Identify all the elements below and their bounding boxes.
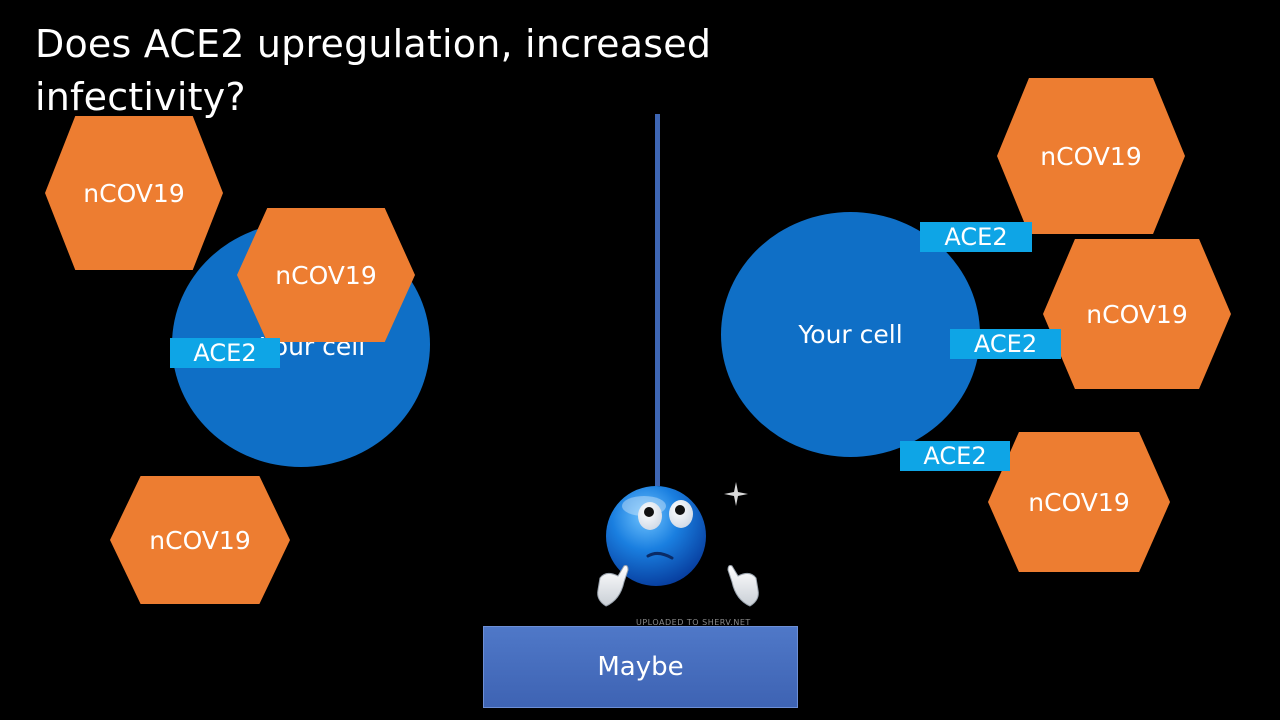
right-virus-3: nCOV19 xyxy=(988,432,1170,572)
left-ace2-label: ACE2 xyxy=(193,339,257,367)
right-ace2-label-2: ACE2 xyxy=(973,330,1038,358)
left-virus-3: nCOV19 xyxy=(110,476,290,604)
confused-emoji-icon: UPLOADED TO SHERV.NET xyxy=(584,478,774,628)
left-virus-3-label: nCOV19 xyxy=(149,525,251,555)
right-virus-2: nCOV19 xyxy=(1043,239,1231,389)
right-ace2-label-3: ACE2 xyxy=(923,442,987,470)
maybe-label: Maybe xyxy=(597,652,684,682)
left-ace2-receptor: ACE2 xyxy=(170,338,280,368)
right-virus-1-label: nCOV19 xyxy=(1040,141,1142,171)
right-cell-label: Your cell xyxy=(798,320,903,349)
emoji-caption: UPLOADED TO SHERV.NET xyxy=(636,618,751,627)
left-virus-2-label: nCOV19 xyxy=(275,260,377,290)
right-ace2-receptor-2: ACE2 xyxy=(950,329,1061,359)
left-virus-2: nCOV19 xyxy=(237,208,415,342)
right-virus-1: nCOV19 xyxy=(997,78,1185,234)
right-virus-2-label: nCOV19 xyxy=(1086,299,1188,329)
right-ace2-receptor-3: ACE2 xyxy=(900,441,1010,471)
right-virus-3-label: nCOV19 xyxy=(1028,487,1130,517)
right-cell: Your cell xyxy=(721,212,980,457)
right-ace2-receptor-1: ACE2 xyxy=(920,222,1032,252)
left-virus-1: nCOV19 xyxy=(45,116,223,270)
balance-rod xyxy=(655,114,660,486)
left-virus-1-label: nCOV19 xyxy=(83,178,185,208)
maybe-box: Maybe xyxy=(483,626,798,708)
slide-title: Does ACE2 upregulation, increased infect… xyxy=(35,22,712,120)
right-ace2-label-1: ACE2 xyxy=(944,223,1008,251)
